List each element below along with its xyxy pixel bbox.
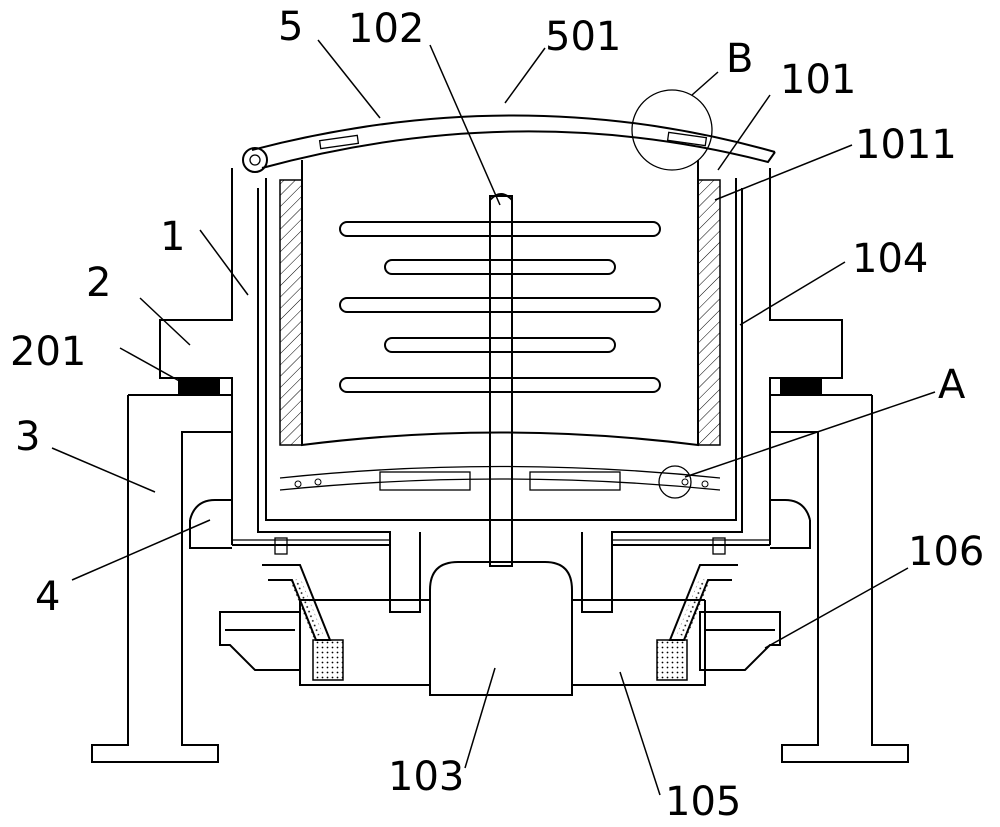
lid-hinge [242,147,268,173]
drain-pipe-left-fill [289,577,323,639]
damper-right [780,378,822,395]
stir-blades [339,221,661,393]
label-103: 103 [388,754,464,800]
frame-right [770,394,909,763]
label-3: 3 [15,414,40,460]
label-1011: 1011 [855,122,957,168]
label-b: B [726,36,753,82]
floor-insert-right [529,471,621,491]
label-102: 102 [348,6,424,52]
label-a: A [938,362,966,408]
lid-latch-left [318,134,360,150]
floor-dot [701,480,709,488]
drain-pipe-right-fill [677,577,711,639]
leader-lines [51,39,936,796]
label-1: 1 [160,214,185,260]
bracket-left [189,499,232,549]
lid-latch-right [666,131,708,147]
nozzle-right [712,537,726,555]
stir-shaft [489,195,513,567]
collector-left [219,611,301,671]
basket-wall [265,178,737,521]
lid [251,114,776,169]
collector-right [699,611,781,671]
floor-insert-left [379,471,471,491]
floor-dot [314,478,322,486]
floor-dot [681,478,689,486]
floor-dot [294,480,302,488]
filter-left [312,639,344,681]
label-2: 2 [86,260,111,306]
detail-a-circle [658,465,692,499]
damper-left [178,378,220,395]
inner-chamber [257,188,743,613]
label-501: 501 [545,14,621,60]
label-104: 104 [852,236,928,282]
basket-inner [301,160,699,447]
frame-left [91,394,232,763]
nozzle-left [274,537,288,555]
shaft-top [489,193,513,201]
filter-right [656,639,688,681]
detail-b-circle [631,89,713,171]
label-4: 4 [35,574,60,620]
lid-hinge-pin [249,154,261,166]
motor-housing [299,599,706,686]
label-106: 106 [908,529,984,575]
label-201: 201 [10,329,86,375]
basket-floor [279,465,721,491]
liner-right [697,179,721,446]
label-105: 105 [665,779,741,825]
label-101: 101 [780,57,856,103]
liner-left [279,179,303,446]
bracket-right [770,499,811,549]
label-5: 5 [278,4,303,50]
motor [429,561,573,696]
housing-outline [159,168,843,545]
